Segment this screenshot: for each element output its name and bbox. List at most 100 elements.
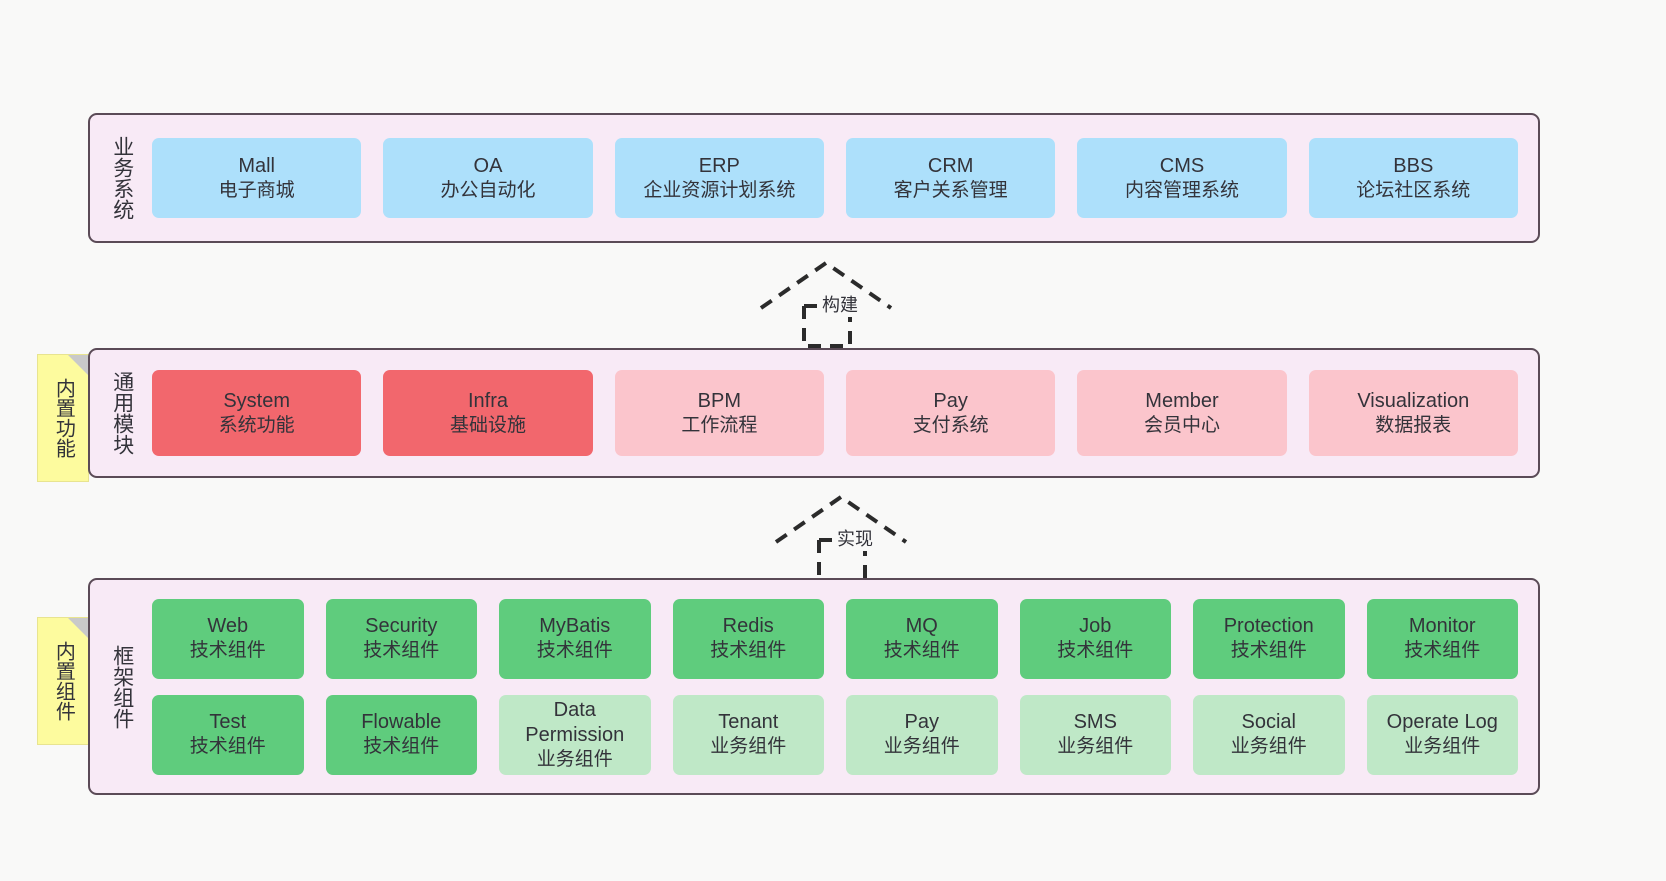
- card-bbs[interactable]: BBS 论坛社区系统: [1308, 138, 1518, 218]
- card-security[interactable]: Security 技术组件: [325, 598, 477, 679]
- card-title: Job: [1079, 615, 1112, 638]
- card-data-permission[interactable]: Data Permission 业务组件: [499, 694, 651, 775]
- card-subtitle: 办公自动化: [440, 179, 536, 201]
- card-title: Member: [1145, 389, 1219, 412]
- layer-framework-components: 框架组件 Web 技术组件 Security 技术组件 MyBatis 技术组件…: [88, 578, 1540, 795]
- card-subtitle: 论坛社区系统: [1356, 179, 1471, 201]
- card-title: Flowable: [361, 711, 442, 734]
- note-label: 内置组件: [52, 641, 75, 721]
- note-fold-icon: [68, 618, 88, 638]
- card-title: ERP: [698, 154, 740, 177]
- card-title: CRM: [927, 154, 974, 177]
- card-mybatis[interactable]: MyBatis 技术组件: [499, 598, 651, 679]
- card-test[interactable]: Test 技术组件: [152, 694, 304, 775]
- card-infra[interactable]: Infra 基础设施: [383, 370, 593, 456]
- card-subtitle: 业务组件: [1404, 736, 1481, 758]
- card-subtitle: 工作流程: [681, 414, 758, 436]
- card-title: Social: [1241, 711, 1296, 734]
- card-subtitle: 业务组件: [1230, 736, 1307, 758]
- card-title: Data Permission: [525, 698, 625, 746]
- card-title: Infra: [467, 389, 508, 412]
- card-title: Web: [207, 615, 249, 638]
- card-tenant[interactable]: Tenant 业务组件: [672, 694, 824, 775]
- card-protection[interactable]: Protection 技术组件: [1193, 598, 1345, 679]
- card-subtitle: 基础设施: [449, 414, 526, 436]
- card-row: Mall 电子商城 OA 办公自动化 ERP 企业资源计划系统 CRM 客户关系…: [152, 138, 1518, 218]
- card-subtitle: 技术组件: [1230, 640, 1307, 662]
- card-title: BBS: [1393, 154, 1434, 177]
- card-bpm[interactable]: BPM 工作流程: [614, 370, 824, 456]
- card-erp[interactable]: ERP 企业资源计划系统: [614, 138, 824, 218]
- card-subtitle: 业务组件: [536, 748, 613, 770]
- card-title: MyBatis: [539, 615, 611, 638]
- card-redis[interactable]: Redis 技术组件: [672, 598, 824, 679]
- card-pay-business[interactable]: Pay 业务组件: [846, 694, 998, 775]
- card-title: SMS: [1073, 711, 1117, 734]
- card-subtitle: 技术组件: [1404, 640, 1481, 662]
- card-row-business: Test 技术组件 Flowable 技术组件 Data Permission …: [152, 694, 1518, 775]
- layer-business-systems: 业务系统 Mall 电子商城 OA 办公自动化 ERP 企业资源计划系统 CRM…: [88, 113, 1540, 243]
- card-title: MQ: [905, 615, 938, 638]
- card-title: Pay: [904, 711, 939, 734]
- layer-body-framework-components: Web 技术组件 Security 技术组件 MyBatis 技术组件 Redi…: [140, 580, 1538, 793]
- layer-body-common-modules: System 系统功能 Infra 基础设施 BPM 工作流程 Pay 支付系统…: [140, 350, 1538, 476]
- card-social[interactable]: Social 业务组件: [1193, 694, 1345, 775]
- card-subtitle: 支付系统: [912, 414, 989, 436]
- card-subtitle: 技术组件: [883, 640, 960, 662]
- note-fold-icon: [68, 355, 88, 375]
- card-title: Operate Log: [1386, 711, 1498, 734]
- card-flowable[interactable]: Flowable 技术组件: [325, 694, 477, 775]
- card-title: Pay: [933, 389, 968, 412]
- layer-title-framework-components: 框架组件: [110, 644, 134, 729]
- card-subtitle: 技术组件: [363, 736, 440, 758]
- card-operate-log[interactable]: Operate Log 业务组件: [1366, 694, 1518, 775]
- card-subtitle: 技术组件: [1057, 640, 1134, 662]
- card-crm[interactable]: CRM 客户关系管理: [845, 138, 1056, 218]
- layer-body-business-systems: Mall 电子商城 OA 办公自动化 ERP 企业资源计划系统 CRM 客户关系…: [140, 115, 1538, 241]
- card-subtitle: 业务组件: [883, 736, 960, 758]
- card-subtitle: 电子商城: [218, 179, 295, 201]
- layer-title-business-systems: 业务系统: [110, 136, 134, 220]
- card-subtitle: 技术组件: [189, 736, 266, 758]
- card-cms[interactable]: CMS 内容管理系统: [1077, 138, 1287, 218]
- card-subtitle: 业务组件: [710, 736, 787, 758]
- card-subtitle: 企业资源计划系统: [643, 179, 796, 201]
- card-system[interactable]: System 系统功能: [152, 370, 362, 456]
- card-title: Monitor: [1408, 615, 1476, 638]
- card-title: System: [223, 389, 290, 412]
- note-builtin-components: 内置组件: [37, 617, 89, 745]
- layer-title-common-modules: 通用模块: [110, 371, 134, 455]
- card-subtitle: 内容管理系统: [1124, 179, 1239, 201]
- card-pay[interactable]: Pay 支付系统: [845, 370, 1056, 456]
- card-subtitle: 会员中心: [1143, 414, 1220, 436]
- card-subtitle: 技术组件: [189, 640, 266, 662]
- card-row-technical: Web 技术组件 Security 技术组件 MyBatis 技术组件 Redi…: [152, 598, 1518, 679]
- card-subtitle: 技术组件: [363, 640, 440, 662]
- card-subtitle: 数据报表: [1375, 414, 1452, 436]
- card-job[interactable]: Job 技术组件: [1019, 598, 1171, 679]
- card-monitor[interactable]: Monitor 技术组件: [1366, 598, 1518, 679]
- card-title: Protection: [1223, 615, 1314, 638]
- card-oa[interactable]: OA 办公自动化: [383, 138, 593, 218]
- connector-implement-label: 实现: [834, 525, 876, 551]
- card-title: Redis: [722, 615, 774, 638]
- card-title: Test: [209, 711, 247, 734]
- card-subtitle: 技术组件: [536, 640, 613, 662]
- card-title: CMS: [1159, 154, 1205, 177]
- card-sms[interactable]: SMS 业务组件: [1019, 694, 1171, 775]
- card-visualization[interactable]: Visualization 数据报表: [1308, 370, 1518, 456]
- card-mall[interactable]: Mall 电子商城: [152, 138, 362, 218]
- card-subtitle: 客户关系管理: [893, 179, 1008, 201]
- note-builtin-functions: 内置功能: [37, 354, 89, 482]
- card-row: System 系统功能 Infra 基础设施 BPM 工作流程 Pay 支付系统…: [152, 370, 1518, 456]
- card-web[interactable]: Web 技术组件: [152, 598, 304, 679]
- layer-common-modules: 通用模块 System 系统功能 Infra 基础设施 BPM 工作流程 Pay…: [88, 348, 1540, 478]
- card-title: Security: [365, 615, 438, 638]
- card-subtitle: 技术组件: [710, 640, 787, 662]
- card-member[interactable]: Member 会员中心: [1077, 370, 1287, 456]
- card-title: Mall: [238, 154, 275, 177]
- card-mq[interactable]: MQ 技术组件: [846, 598, 998, 679]
- card-title: Visualization: [1357, 389, 1470, 412]
- card-title: BPM: [697, 389, 741, 412]
